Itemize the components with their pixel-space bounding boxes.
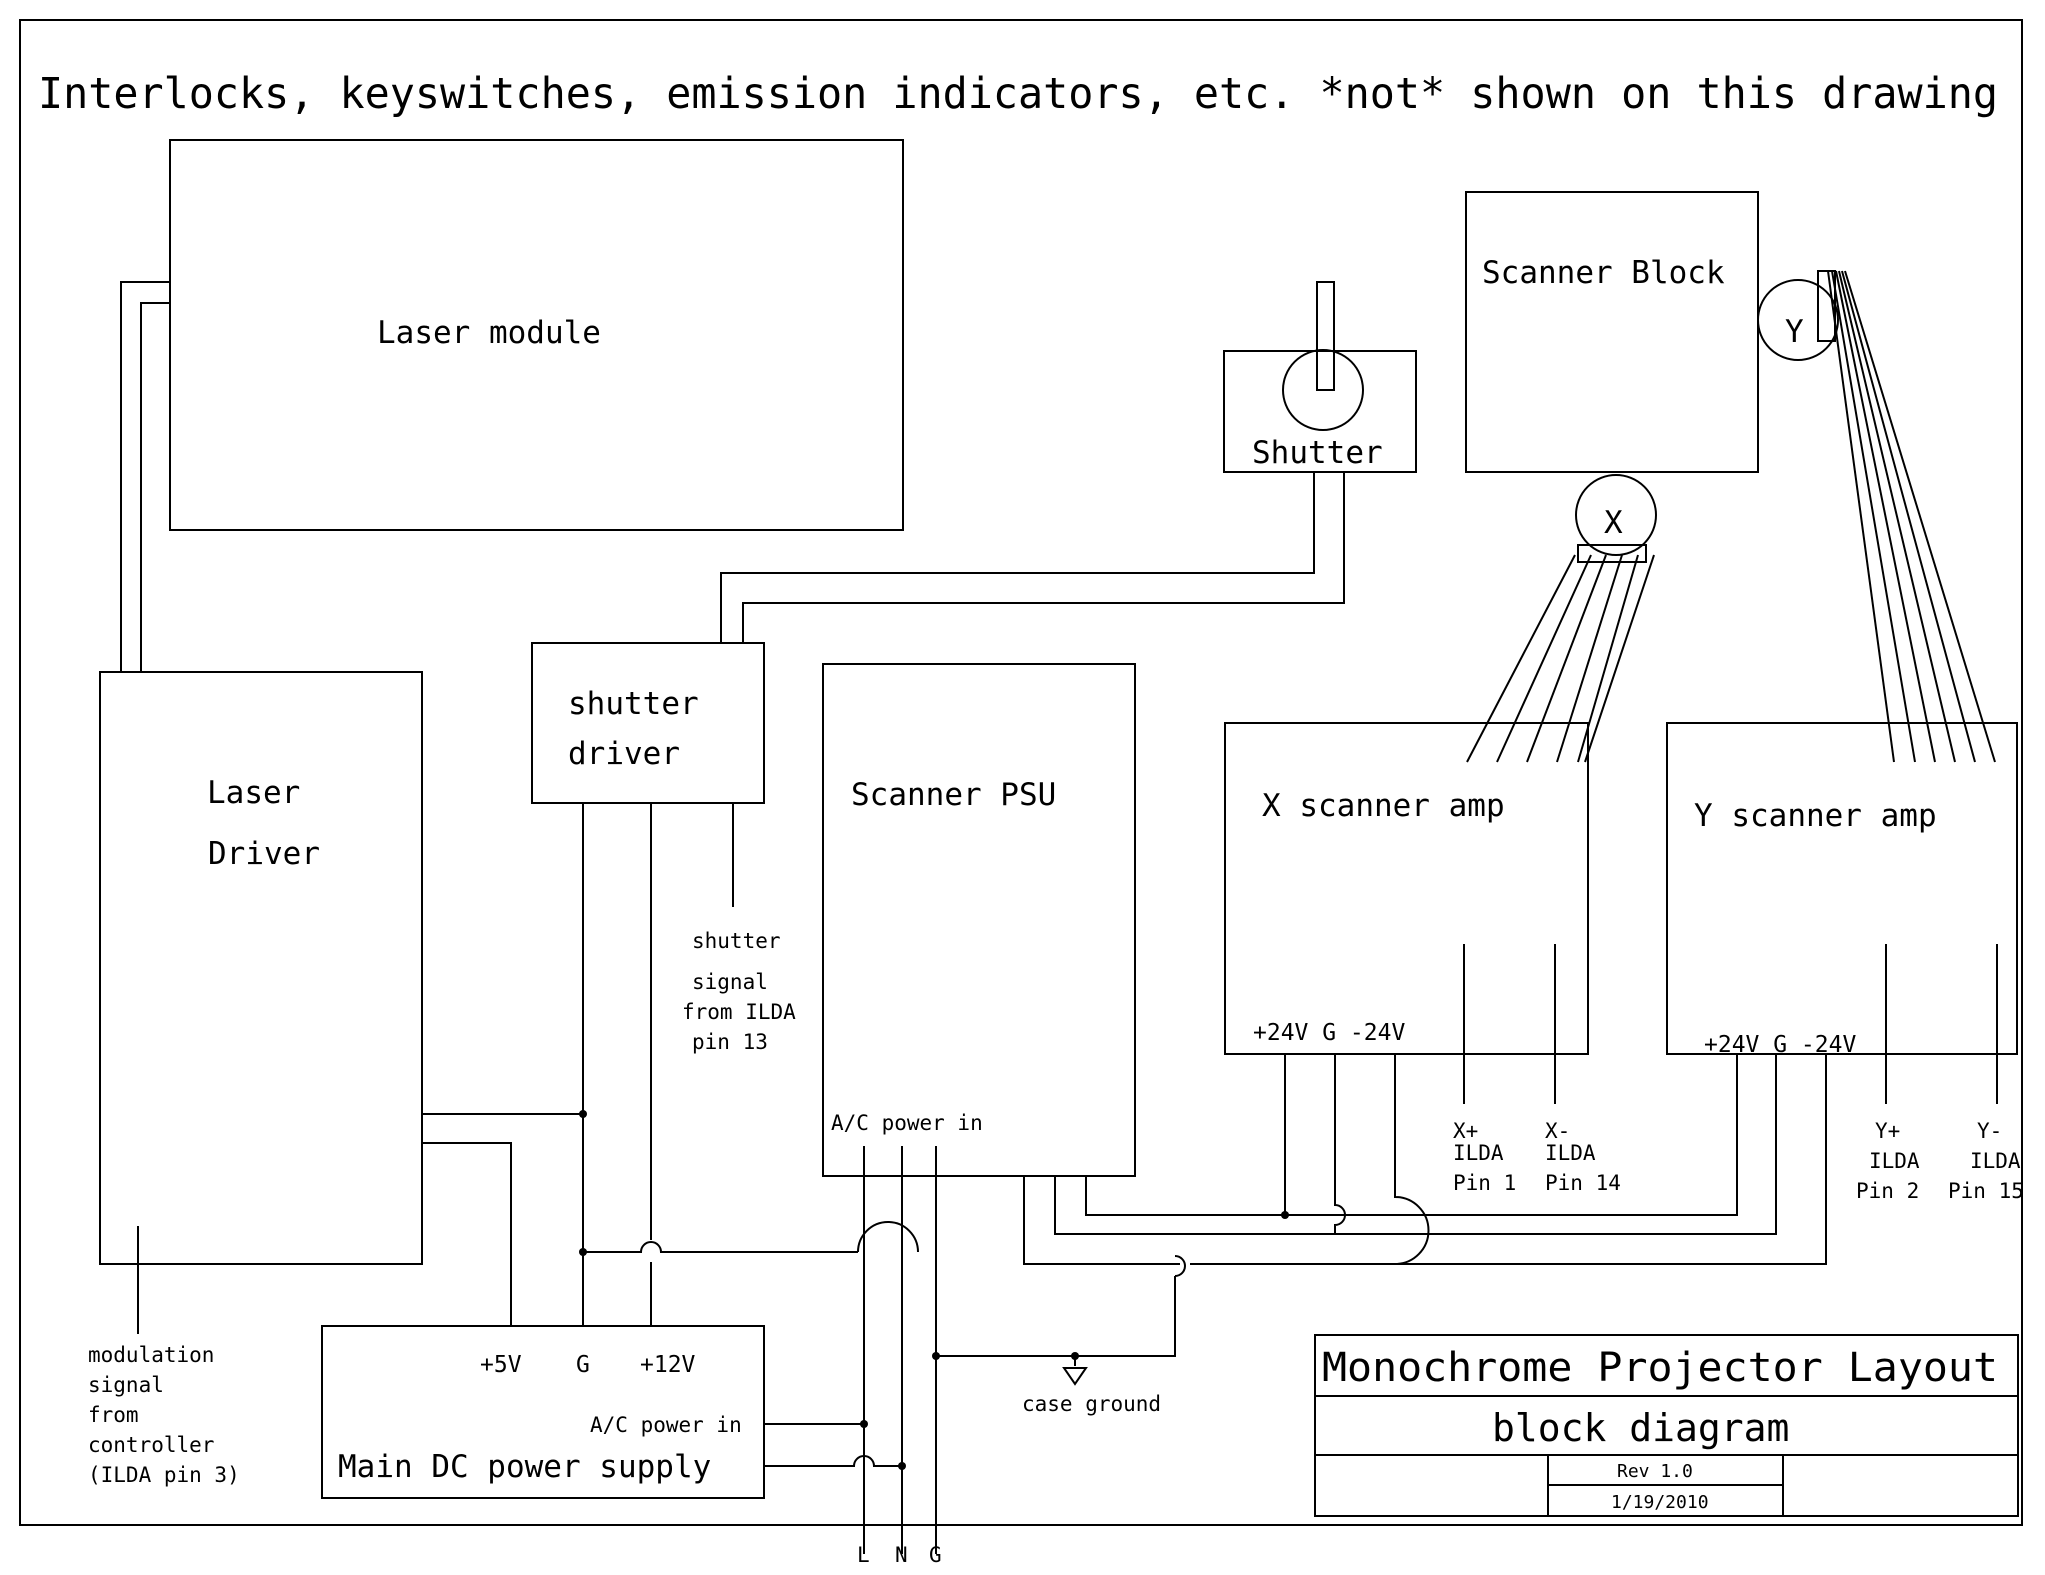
svg-text:Pin 1: Pin 1 (1453, 1171, 1516, 1195)
galvo-x-connector (1577, 544, 1647, 563)
laser-driver-label-line1: Laser (207, 775, 300, 811)
laser-driver-label-line2: Driver (208, 836, 320, 872)
title-block-rev: Rev 1.0 (1617, 1461, 1693, 1482)
title-block-date: 1/19/2010 (1611, 1492, 1709, 1513)
scanner-block-label: Scanner Block (1482, 255, 1725, 291)
scanner-block: Scanner Block (1465, 191, 1759, 473)
psu-plus5-label: +5V (480, 1352, 522, 1378)
case-ground-icon (1062, 1367, 1088, 1386)
case-ground-label: case ground (1022, 1392, 1161, 1416)
main-dc-psu-label: Main DC power supply (338, 1449, 711, 1485)
mains-l-label: L (857, 1543, 870, 1567)
laser-module-label: Laser module (377, 315, 601, 351)
svg-text:ILDA: ILDA (1545, 1141, 1596, 1165)
galvo-y-label: Y (1785, 314, 1804, 350)
y-scanner-amp-block: Y scanner amp +24V G -24V (1666, 722, 2018, 1058)
junction-dots (579, 1110, 1289, 1470)
title-block: Monochrome Projector Layout block diagra… (1314, 1334, 2019, 1517)
svg-text:ILDA: ILDA (1970, 1149, 2021, 1173)
svg-text:modulation: modulation (88, 1343, 214, 1367)
laser-module-block: Laser module (169, 139, 904, 531)
galvo-y-motor-icon (1757, 279, 1839, 361)
svg-text:signal: signal (692, 970, 768, 994)
x-scanner-amp-block: X scanner amp +24V G -24V (1224, 722, 1589, 1055)
y-amp-terminals-label: +24V G -24V (1704, 1032, 1856, 1058)
shutter-signal-label: shutter signal from ILDA pin 13 (682, 929, 796, 1054)
psu-plus12-label: +12V (640, 1352, 696, 1378)
galvo-x-label: X (1604, 505, 1623, 541)
galvo-x-motor-icon (1575, 474, 1657, 556)
svg-text:shutter: shutter (692, 929, 781, 953)
svg-text:X-: X- (1545, 1119, 1570, 1143)
sheet-border (19, 19, 2023, 1526)
mains-labels: L N G (857, 1543, 942, 1567)
mains-n-label: N (895, 1543, 908, 1567)
wiring (120, 270, 1998, 1554)
shutter-driver-label-line2: driver (568, 736, 680, 772)
shutter-rotor-icon (1282, 349, 1364, 431)
scanner-psu-ac-in-label: A/C power in (831, 1111, 983, 1135)
svg-text:ILDA: ILDA (1453, 1141, 1504, 1165)
shutter-label: Shutter (1252, 435, 1383, 471)
svg-text:signal: signal (88, 1373, 164, 1397)
svg-text:controller: controller (88, 1433, 214, 1457)
svg-text:Y-: Y- (1977, 1119, 2002, 1143)
svg-text:from: from (88, 1403, 139, 1427)
header-note: Interlocks, keyswitches, emission indica… (38, 69, 1998, 119)
x-scanner-amp-label: X scanner amp (1262, 788, 1505, 824)
shutter-flag (1316, 281, 1335, 391)
x-plus-ilda-label: X+ ILDA Pin 1 (1453, 1119, 1516, 1195)
y-scanner-amp-label: Y scanner amp (1694, 798, 1937, 834)
shutter-block: Shutter (1223, 281, 1417, 473)
galvo-x: X (1575, 474, 1657, 563)
psu-ac-in-label: A/C power in (590, 1413, 742, 1437)
svg-text:X+: X+ (1453, 1119, 1478, 1143)
y-plus-ilda-label: Y+ ILDA Pin 2 (1856, 1119, 1920, 1203)
svg-text:ILDA: ILDA (1869, 1149, 1920, 1173)
svg-text:Pin 2: Pin 2 (1856, 1179, 1919, 1203)
scanner-psu-block: Scanner PSU A/C power in (822, 663, 1136, 1177)
shutter-driver-label-line1: shutter (568, 686, 699, 722)
scanner-psu-label: Scanner PSU (851, 777, 1056, 813)
svg-text:Pin 15: Pin 15 (1948, 1179, 2024, 1203)
main-dc-psu-block: +5V G +12V A/C power in Main DC power su… (321, 1325, 765, 1499)
svg-text:Pin 14: Pin 14 (1545, 1171, 1621, 1195)
svg-text:from ILDA: from ILDA (682, 1000, 796, 1024)
psu-g-label: G (576, 1352, 590, 1378)
shutter-driver-block: shutter driver (531, 642, 765, 804)
laser-driver-block: Laser Driver (99, 671, 423, 1265)
y-minus-ilda-label: Y- ILDA Pin 15 (1948, 1119, 2024, 1203)
x-minus-ilda-label: X- ILDA Pin 14 (1545, 1119, 1621, 1195)
title-block-title: Monochrome Projector Layout (1322, 1345, 1998, 1391)
x-amp-terminals-label: +24V G -24V (1253, 1020, 1405, 1046)
svg-text:pin 13: pin 13 (692, 1030, 768, 1054)
title-block-subtitle: block diagram (1492, 1406, 1789, 1450)
modulation-signal-label: modulation signal from controller (ILDA … (88, 1343, 240, 1487)
galvo-y: Y (1757, 270, 1839, 361)
mains-g-label: G (929, 1543, 942, 1567)
svg-text:(ILDA pin 3): (ILDA pin 3) (88, 1463, 240, 1487)
svg-text:Y+: Y+ (1875, 1119, 1900, 1143)
galvo-y-connector (1817, 270, 1836, 342)
